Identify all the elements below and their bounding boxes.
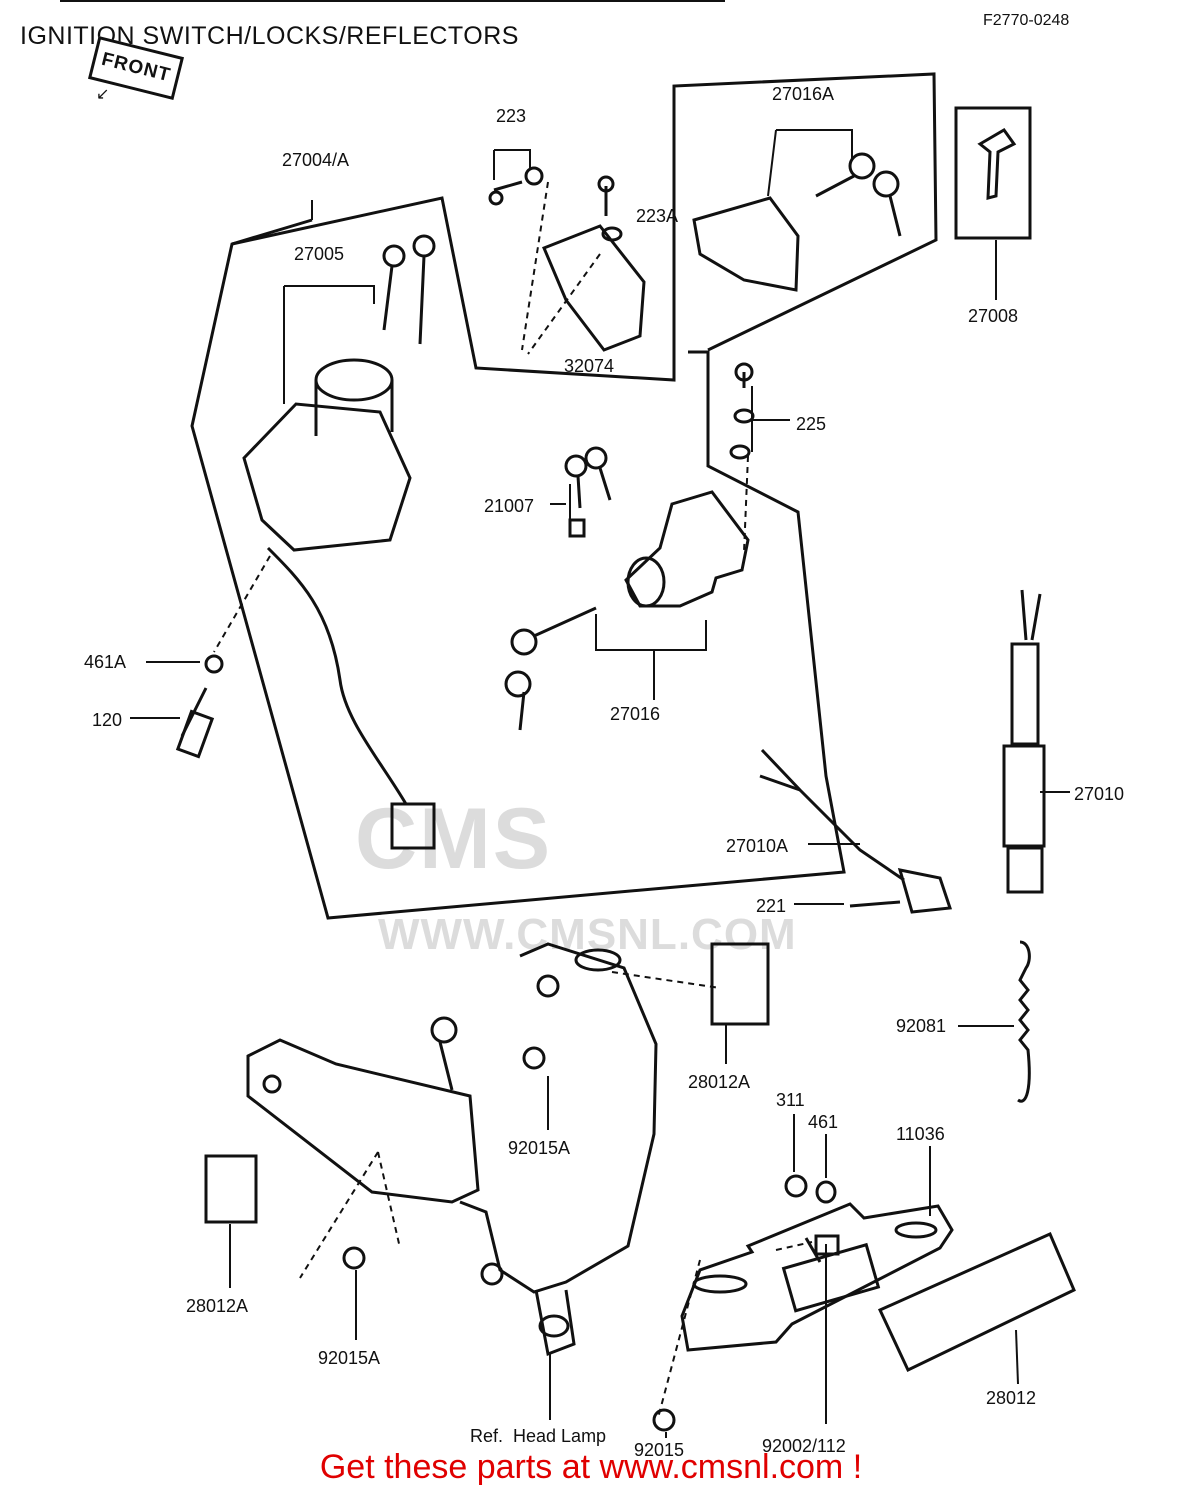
part-label-27016a: 27016A	[772, 84, 835, 104]
part-label-461a: 461A	[84, 652, 127, 672]
watermark-logo: CMS	[355, 791, 553, 887]
part-label-27016: 27016	[610, 704, 661, 724]
part-label-27010: 27010	[1074, 784, 1125, 804]
part-label-32074: 32074	[564, 356, 615, 376]
spring-92081	[1017, 940, 1031, 1103]
part-label-28012a-left: 28012A	[186, 1296, 249, 1316]
part-label-21007: 21007	[484, 496, 535, 516]
header-rule	[60, 0, 725, 2]
part-label-311: 311	[776, 1090, 805, 1110]
part-label-27010a: 27010A	[726, 836, 789, 856]
part-label-27004a: 27004/A	[282, 150, 350, 170]
part-label-223a: 223A	[636, 206, 679, 226]
part-label-223: 223	[496, 106, 527, 126]
part-label-120: 120	[92, 710, 123, 730]
part-label-92015: 92015	[634, 1440, 685, 1460]
part-label-28012: 28012	[986, 1388, 1037, 1408]
keys-21007	[564, 446, 612, 538]
part-label-221: 221	[756, 896, 787, 916]
part-label-11036: 11036	[896, 1124, 945, 1144]
part-label-27005: 27005	[294, 244, 345, 264]
part-label-225: 225	[796, 414, 827, 434]
part-label-28012a-right: 28012A	[688, 1072, 751, 1092]
lock-27016a	[692, 152, 902, 292]
brake-switch-27010	[1002, 589, 1046, 894]
front-arrow-icon: ↙	[96, 86, 110, 103]
ref-head-lamp-label: Ref. Head Lamp	[470, 1426, 607, 1446]
footer-link-text[interactable]: Get these parts at www.cmsnl.com !	[319, 1448, 863, 1486]
part-label-27008: 27008	[968, 306, 1019, 326]
reflector-28012	[877, 1232, 1076, 1373]
bracket-32074	[542, 224, 646, 352]
ignition-switch	[242, 358, 436, 850]
diagram-code: F2770-0248	[983, 12, 1070, 29]
part-label-92015a-lower: 92015A	[318, 1348, 381, 1368]
reflector-bracket-left	[204, 1016, 480, 1224]
part-label-92002-112: 92002/112	[762, 1436, 846, 1456]
part-label-461: 461	[808, 1112, 839, 1132]
key-card-27008	[954, 106, 1032, 240]
plate-bracket-11036	[680, 1202, 954, 1352]
group-outline-upper	[231, 72, 938, 382]
lock-27016	[504, 490, 750, 731]
head-lamp-stay	[459, 942, 770, 1357]
nuts-bolts-lower	[342, 1046, 840, 1432]
keys-27005	[382, 234, 436, 345]
part-label-92015a-upper: 92015A	[508, 1138, 571, 1158]
part-label-92081: 92081	[896, 1016, 947, 1036]
wire-27010a	[759, 748, 953, 914]
screws-washers	[175, 166, 755, 759]
